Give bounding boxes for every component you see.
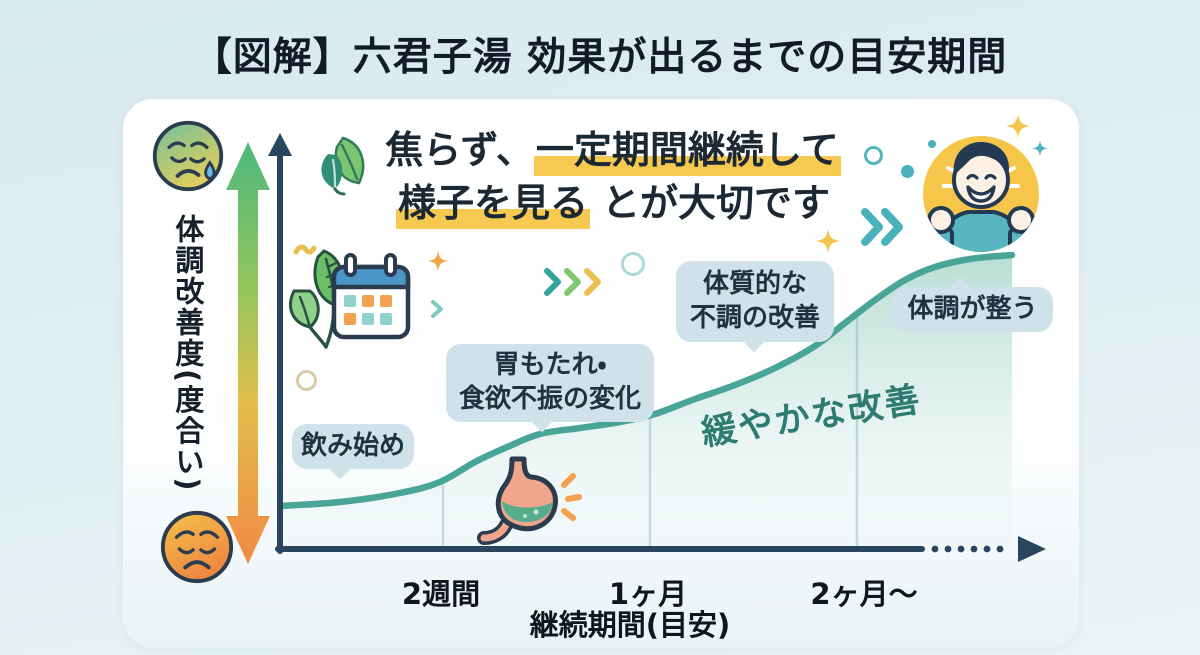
x-axis-arrowhead [1018,536,1046,562]
gradient-double-arrow-icon [226,142,270,564]
y-axis-arrowhead [268,133,292,156]
leaf-duo-icon [321,136,365,196]
headline: 焦らず、一定期間継続して 様子を見るとが大切です [330,124,896,230]
dot-decor-teal [901,165,914,178]
sparkle-plus-icon [428,251,448,271]
chevron-small-teal-icon [431,300,443,318]
chart-canvas [268,133,1046,562]
improvement-area [280,255,1012,549]
x-axis-dots [931,545,1004,553]
x-axis-label: 継続期間(目安) [529,608,731,642]
bubble-start: 飲み始め [292,424,414,469]
headline-highlight-2: 様子を見る [395,181,590,229]
headline-highlight-1: 一定期間継続して [533,128,841,176]
ring-decor-beige [296,370,317,391]
y-axis-label: 体調改善度(度合い) [170,214,205,493]
dot-decor-teal-small [928,140,936,148]
ring-decor-blue [621,252,645,276]
bubble-stomach-change: 胃もたれ・食欲不振の変化 [446,344,654,422]
bubble-recovered: 体調が整う [892,287,1053,332]
headline-line1: 焦らず、一定期間継続して [330,124,896,177]
plant-calendar-icon [289,249,411,349]
celebrating-person-icon [923,116,1048,252]
sad-tearful-face-icon [152,120,224,192]
x-tick-2weeks: 2週間 [401,577,481,611]
chevrons-triple-icon [544,268,601,296]
chevrons-double-icon [861,208,903,246]
ring-decor-teal [864,146,883,165]
x-tick-2months: 2ヶ月〜 [810,577,918,611]
downcast-face-icon [160,510,234,584]
stomach-icon [477,456,582,545]
improvement-curve [276,251,1016,510]
headline-line2: 様子を見るとが大切です [330,177,896,230]
page-title: 【図解】六君子湯 効果が出るまでの目安期間 [192,35,1008,80]
x-tick-1month: 1ヶ月 [608,577,688,611]
sparkle-diamond-yellow-icon [816,229,840,253]
bubble-constitution: 体質的な不調の改善 [676,261,834,342]
squiggle-icon [293,244,317,255]
